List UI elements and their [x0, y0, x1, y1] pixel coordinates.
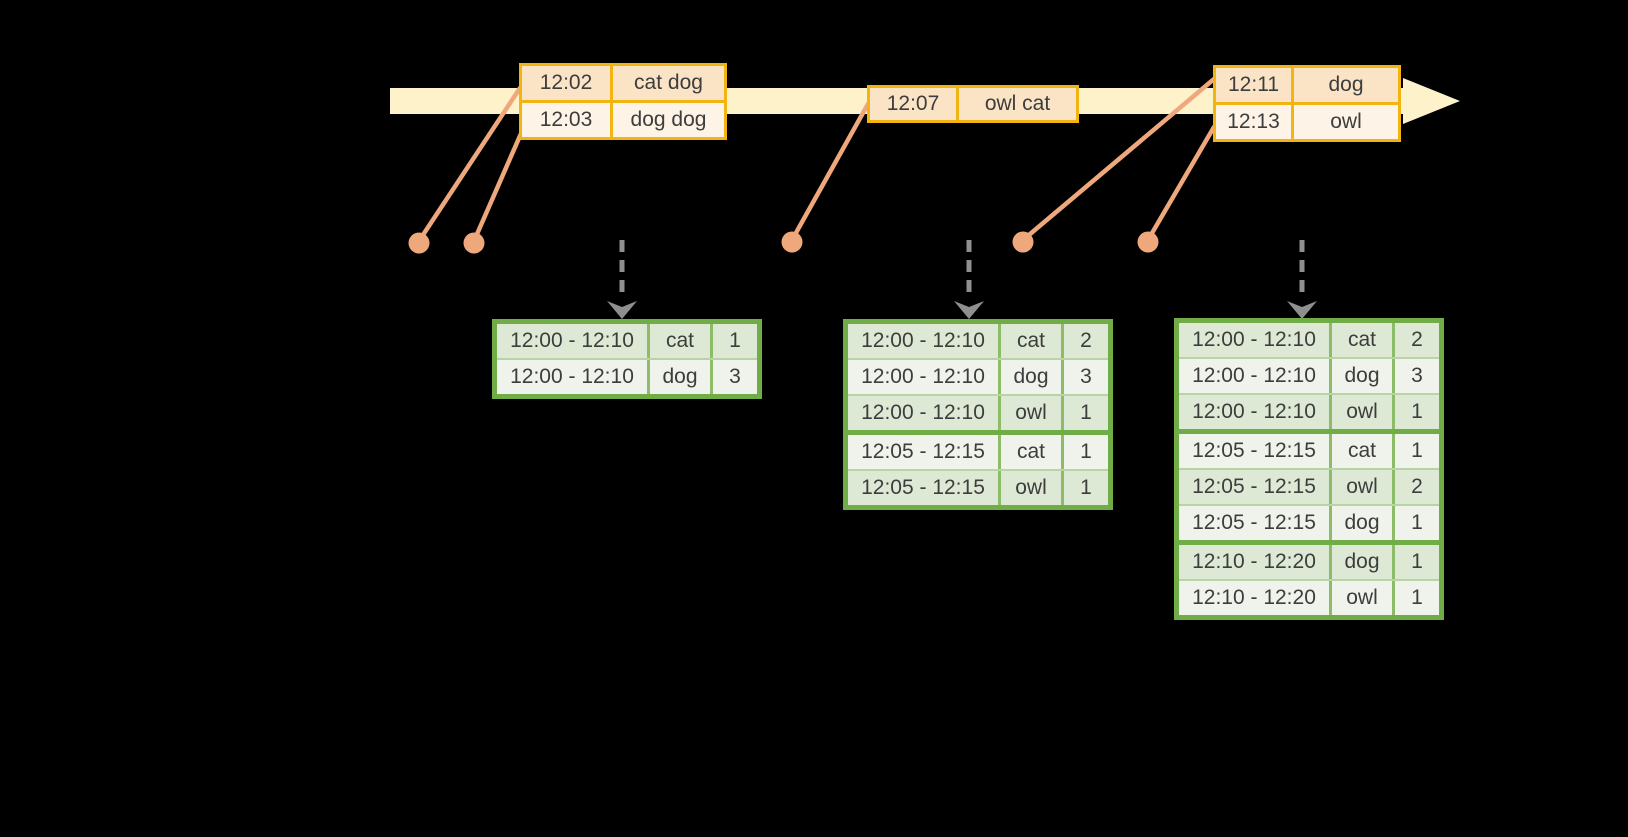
word-cell: dog	[998, 360, 1061, 394]
word-cell: owl	[1329, 470, 1392, 504]
word-cell: dog	[1329, 545, 1392, 579]
count-cell: 1	[1061, 471, 1108, 505]
word-cell: cat	[647, 324, 710, 358]
connector-line	[471, 126, 526, 244]
event-dot-icon	[1012, 231, 1034, 253]
word-cell: owl	[998, 471, 1061, 505]
dashed-arrow-head-icon	[607, 301, 637, 319]
dashed-arrow-head-icon	[1287, 301, 1317, 319]
count-cell: 1	[1392, 395, 1439, 429]
window-cell: 12:10 - 12:20	[1179, 545, 1329, 579]
window-cell: 12:00 - 12:10	[497, 360, 647, 394]
count-cell: 3	[1392, 359, 1439, 393]
count-cell: 3	[1061, 360, 1108, 394]
word-cell: cat	[998, 324, 1061, 358]
word-cell: owl	[1329, 395, 1392, 429]
event-words-cell: owl cat	[956, 88, 1076, 120]
window-cell: 12:00 - 12:10	[848, 360, 998, 394]
event-time-cell: 12:02	[522, 66, 610, 100]
count-cell: 1	[1392, 581, 1439, 615]
window-cell: 12:05 - 12:15	[848, 471, 998, 505]
connector-line	[416, 85, 523, 244]
window-cell: 12:05 - 12:15	[1179, 434, 1329, 468]
window-cell: 12:00 - 12:10	[1179, 359, 1329, 393]
word-cell: dog	[1329, 506, 1392, 540]
trigger-arrows	[607, 240, 1317, 319]
window-cell: 12:00 - 12:10	[1179, 323, 1329, 357]
count-cell: 3	[710, 360, 757, 394]
window-cell: 12:00 - 12:10	[497, 324, 647, 358]
count-cell: 1	[1061, 435, 1108, 469]
window-cell: 12:00 - 12:10	[848, 324, 998, 358]
count-cell: 1	[1392, 434, 1439, 468]
count-cell: 1	[1392, 545, 1439, 579]
word-cell: owl	[1329, 581, 1392, 615]
count-cell: 1	[1061, 396, 1108, 430]
connector-line	[1145, 124, 1217, 243]
window-cell: 12:05 - 12:15	[848, 435, 998, 469]
event-time-cell: 12:13	[1216, 105, 1291, 139]
event-words-cell: dog	[1291, 68, 1398, 102]
event-time-cell: 12:07	[870, 88, 956, 120]
timeline-arrowhead-icon	[1403, 78, 1460, 124]
word-cell: cat	[998, 435, 1061, 469]
window-cell: 12:00 - 12:10	[1179, 395, 1329, 429]
event-dot-icon	[408, 232, 430, 254]
word-cell: owl	[998, 396, 1061, 430]
event-dots	[408, 231, 1159, 254]
event-dot-icon	[463, 232, 485, 254]
word-cell: dog	[647, 360, 710, 394]
word-cell: dog	[1329, 359, 1392, 393]
window-cell: 12:05 - 12:15	[1179, 470, 1329, 504]
event-time-cell: 12:03	[522, 103, 610, 137]
window-cell: 12:05 - 12:15	[1179, 506, 1329, 540]
word-cell: cat	[1329, 323, 1392, 357]
count-cell: 1	[1392, 506, 1439, 540]
connector-lines	[416, 76, 1217, 244]
connector-line	[1020, 76, 1217, 243]
event-words-cell: owl	[1291, 105, 1398, 139]
count-cell: 2	[1392, 323, 1439, 357]
word-cell: cat	[1329, 434, 1392, 468]
count-cell: 2	[1061, 324, 1108, 358]
window-cell: 12:10 - 12:20	[1179, 581, 1329, 615]
event-dot-icon	[781, 231, 803, 253]
event-words-cell: dog dog	[610, 103, 724, 137]
count-cell: 2	[1392, 470, 1439, 504]
window-cell: 12:00 - 12:10	[848, 396, 998, 430]
event-dot-icon	[1137, 231, 1159, 253]
count-cell: 1	[710, 324, 757, 358]
event-time-cell: 12:11	[1216, 68, 1291, 102]
dashed-arrow-head-icon	[954, 301, 984, 319]
connector-line	[789, 101, 871, 243]
event-words-cell: cat dog	[610, 66, 724, 100]
